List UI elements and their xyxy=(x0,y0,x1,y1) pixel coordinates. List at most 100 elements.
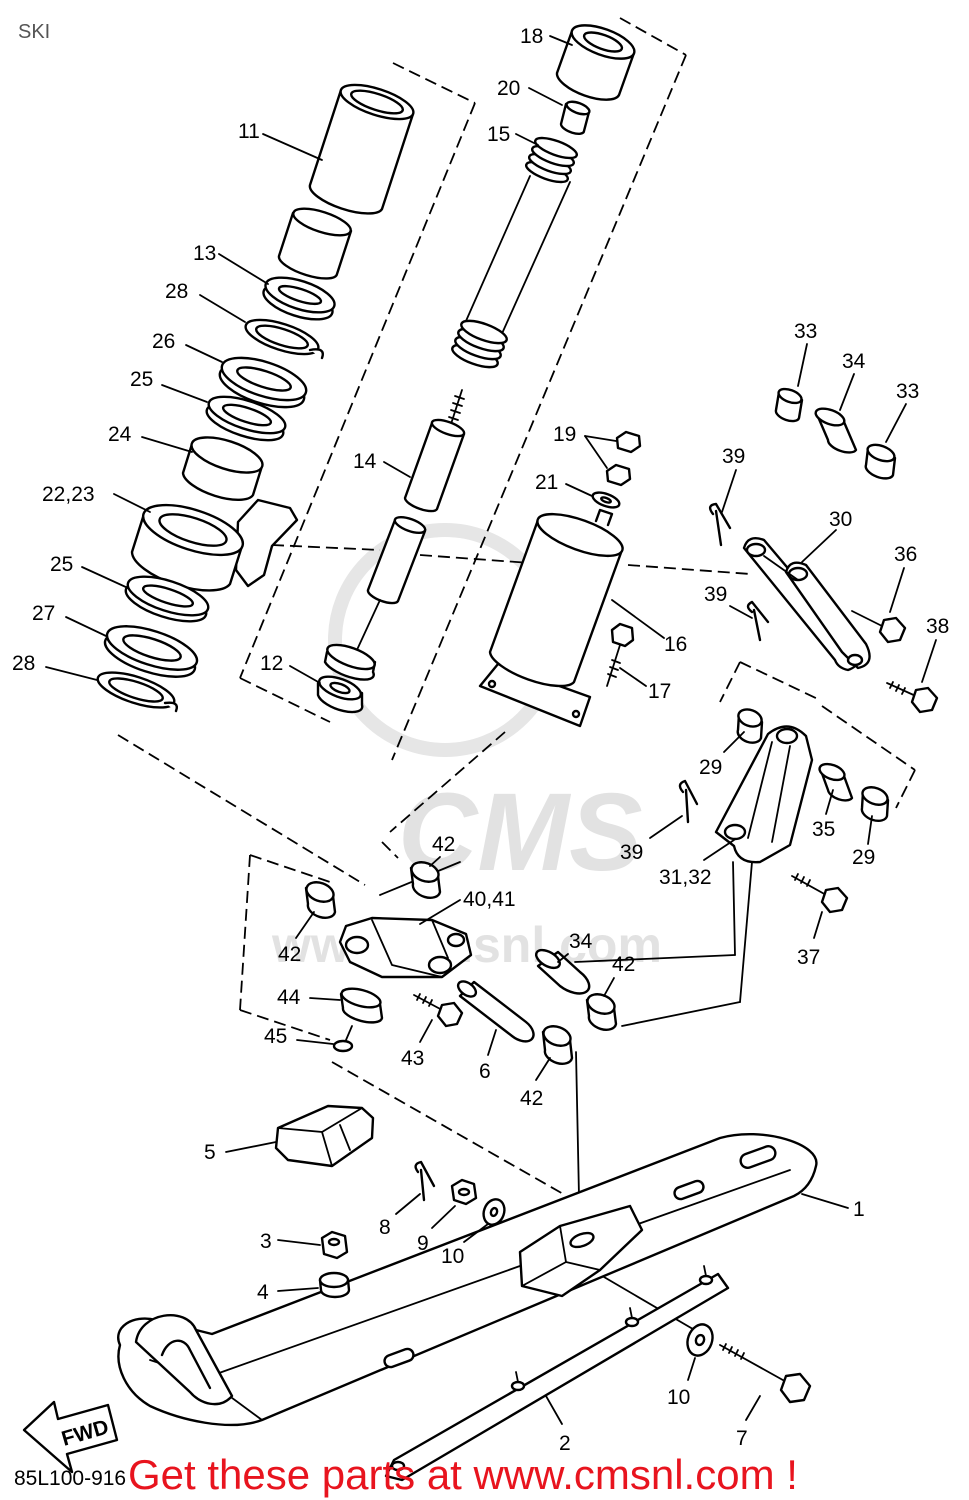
guide-line xyxy=(271,544,381,551)
part-42-bushing-upper xyxy=(409,861,442,899)
callout-9: 9 xyxy=(417,1232,429,1255)
callout-42-right: 42 xyxy=(612,953,635,976)
callout-20: 20 xyxy=(497,77,520,100)
callout-10-lower: 10 xyxy=(667,1386,690,1409)
part-20-nut xyxy=(559,100,591,135)
callout-37: 37 xyxy=(797,946,820,969)
part-29-bushing-left xyxy=(736,708,764,744)
callouts: 18 20 15 11 13 28 26 25 24 22,23 25 27 2… xyxy=(12,25,949,1455)
callout-39: 39 xyxy=(722,445,745,468)
callout-45: 45 xyxy=(264,1025,287,1048)
leader-34 xyxy=(839,373,855,411)
leader-29-right xyxy=(867,815,873,845)
part-30-ski-arm xyxy=(742,537,871,672)
callout-42-left: 42 xyxy=(278,943,301,966)
leader-36 xyxy=(889,567,905,613)
part-9-nut xyxy=(450,1178,478,1206)
part-31-32-bracket xyxy=(714,725,814,864)
part-10-washer-lower xyxy=(686,1323,714,1357)
part-37-bolt xyxy=(791,873,849,914)
callout-28: 28 xyxy=(165,280,188,303)
part-1-ski xyxy=(117,1133,818,1427)
callout-14: 14 xyxy=(353,450,377,473)
guide-line xyxy=(821,705,916,771)
drawing-code: 85L100-916 xyxy=(14,1467,126,1490)
leader-21 xyxy=(565,483,593,497)
part-12-spring-seat xyxy=(316,675,364,714)
part-13-ring xyxy=(262,276,336,321)
leader-39 xyxy=(721,469,737,513)
part-42-bushing-left xyxy=(304,881,337,919)
leader-5 xyxy=(225,1141,277,1153)
part-2-runner xyxy=(384,1265,730,1482)
callout-25: 25 xyxy=(130,368,153,391)
leader-43 xyxy=(419,1019,433,1043)
part-28-circlip-lower xyxy=(96,671,179,713)
leader-22-23 xyxy=(113,493,151,513)
guide-line xyxy=(392,62,476,104)
part-38-bolt xyxy=(886,681,939,714)
callout-4: 4 xyxy=(257,1281,269,1304)
callout-22-23: 22,23 xyxy=(42,483,95,506)
callout-21: 21 xyxy=(535,471,558,494)
part-39-cotter-pin-upper xyxy=(708,502,732,547)
callout-44: 44 xyxy=(277,986,301,1009)
part-6-pin xyxy=(456,980,535,1043)
part-19-nuts xyxy=(605,430,642,487)
callout-1: 1 xyxy=(853,1198,865,1221)
leader-45 xyxy=(296,1039,334,1045)
leader-4 xyxy=(277,1287,319,1292)
callout-27: 27 xyxy=(32,602,55,625)
part-25-washer-upper xyxy=(205,395,287,442)
part-21-washer xyxy=(591,491,621,509)
leader-42-left xyxy=(295,911,315,939)
leader-14 xyxy=(383,461,411,478)
callout-29: 29 xyxy=(699,756,722,779)
leader-10-lower xyxy=(687,1357,696,1381)
callout-34-lower: 34 xyxy=(569,930,593,953)
part-24-bushing xyxy=(181,436,264,502)
guide-line xyxy=(331,1061,566,1196)
callout-36: 36 xyxy=(894,543,917,566)
leader-6 xyxy=(487,1029,497,1056)
callout-24: 24 xyxy=(108,423,132,446)
leader-26 xyxy=(185,344,223,363)
page-title: SKI xyxy=(18,21,50,43)
leader-38 xyxy=(921,639,937,683)
leader-8 xyxy=(395,1193,421,1215)
leader-33 xyxy=(797,343,808,387)
leader-39-middle xyxy=(729,605,753,619)
part-5-ski-pad xyxy=(274,1104,375,1168)
part-22-23-ski-column-housing xyxy=(130,498,299,592)
leader-15 xyxy=(515,133,539,146)
leader-18 xyxy=(549,35,573,46)
axis-line xyxy=(739,861,753,1003)
leader-25-lower xyxy=(81,566,129,589)
leader-33-right xyxy=(885,403,907,443)
part-33-bushing-left xyxy=(774,387,804,423)
callout-30: 30 xyxy=(829,508,852,531)
callout-38: 38 xyxy=(926,615,949,638)
guide-line xyxy=(381,841,399,859)
callout-7: 7 xyxy=(736,1427,748,1450)
callout-34: 34 xyxy=(842,350,866,373)
guide-line xyxy=(627,564,751,575)
callout-43: 43 xyxy=(401,1047,424,1070)
guide-line xyxy=(619,17,687,56)
part-39-cotter-pin-middle xyxy=(746,600,770,642)
callout-12: 12 xyxy=(260,652,283,675)
part-15-spring xyxy=(451,136,579,369)
guide-line xyxy=(117,734,366,886)
callout-18: 18 xyxy=(520,25,543,48)
guide-line xyxy=(739,661,821,701)
leader-35 xyxy=(825,789,834,815)
callout-35: 35 xyxy=(812,818,835,841)
callout-33-right: 33 xyxy=(896,380,919,403)
leader-37 xyxy=(813,911,823,939)
callout-6: 6 xyxy=(479,1060,491,1083)
leader-29 xyxy=(723,731,745,753)
part-collar xyxy=(277,207,353,280)
part-44-damper xyxy=(339,987,384,1024)
part-34-collar-lower xyxy=(535,948,591,995)
leader-20 xyxy=(528,87,563,106)
